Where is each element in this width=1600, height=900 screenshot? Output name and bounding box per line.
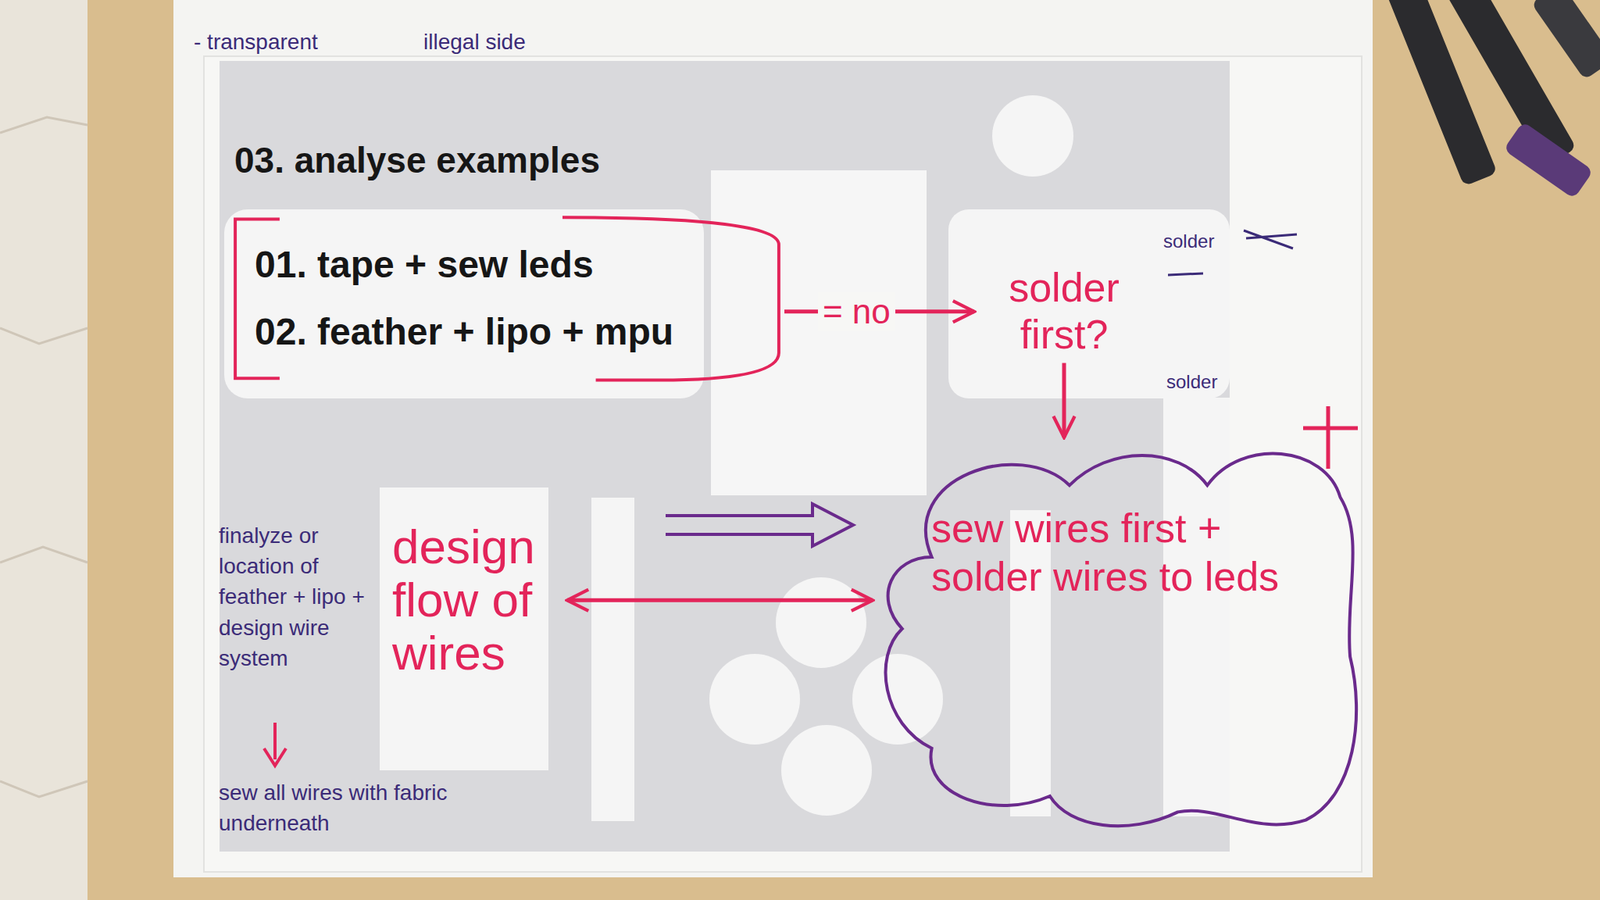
paper-sheet [203, 56, 1362, 872]
page-title: 03. analyse examples [234, 139, 600, 182]
cloud-outline [872, 437, 1365, 836]
handwritten-note: - transparent [193, 26, 318, 58]
handwritten-note: solder [1163, 228, 1215, 255]
floor-tiles [0, 117, 88, 797]
print-circle [992, 95, 1074, 177]
handwritten-note: finalyze or location of feather + lipo +… [218, 520, 368, 674]
node-text: design flow of wires [392, 520, 563, 681]
print-circle [852, 653, 943, 745]
print-bar [591, 497, 635, 822]
plus-mark [1303, 406, 1358, 469]
printed-pattern [219, 60, 1230, 852]
node-text: solder first? [978, 264, 1150, 359]
cloud-shape: sew wires first + solder wires to leds [872, 437, 1365, 836]
bracket-group: 01. tape + sew leds02. feather + lipo + … [229, 214, 785, 384]
handwritten-note: solder [1166, 368, 1218, 396]
node-text: 01. tape + sew leds [254, 231, 738, 299]
node-text: 02. feather + lipo + mpu [254, 298, 738, 366]
print-circle [775, 577, 867, 668]
handwritten-note: sew all wires with fabric underneath [218, 777, 547, 839]
print-rect [710, 170, 927, 496]
edge-label: = no [817, 292, 896, 332]
floor [0, 0, 88, 900]
print-circle [781, 725, 872, 816]
print-rect [948, 209, 1230, 399]
task-note: design flow of wires [387, 515, 568, 686]
marker-pens [1382, 0, 1600, 200]
arrow-connector [567, 598, 873, 603]
purple-arrow [665, 503, 854, 547]
paper-sheet [173, 0, 1373, 878]
node-text: sew wires first + solder wires to leds [931, 503, 1322, 602]
handwritten-note: illegal side [423, 26, 526, 58]
arrow-connector [1062, 363, 1067, 438]
down-arrow [264, 722, 286, 766]
outline-path [885, 453, 1358, 827]
outline-path [235, 217, 779, 380]
print-circle [709, 653, 800, 745]
print-rect [224, 209, 704, 399]
bracket-outline [229, 214, 785, 384]
question-note: solder first? [974, 260, 1154, 364]
